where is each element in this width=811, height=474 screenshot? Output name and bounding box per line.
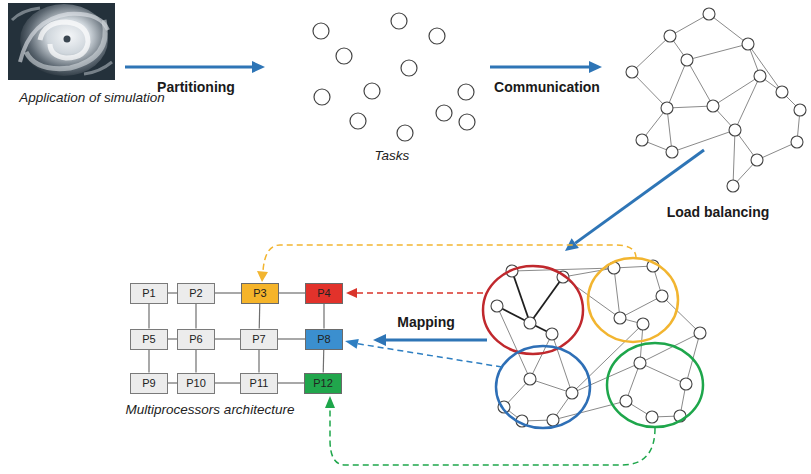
mapping-dashed-arrows — [263, 245, 655, 465]
grid-link — [196, 304, 197, 329]
processor-label: P8 — [317, 333, 330, 345]
link-line — [215, 338, 240, 339]
processor-label: P4 — [317, 287, 330, 299]
link-line — [215, 382, 240, 383]
grid-link — [168, 383, 177, 384]
step-label: Load balancing — [667, 204, 770, 221]
processor-box: P10 — [177, 373, 215, 394]
link-line — [278, 338, 305, 339]
processor-box: P6 — [177, 329, 215, 350]
processor-label: P1 — [142, 287, 155, 299]
processor-label: P2 — [189, 287, 202, 299]
processor-box: P4 — [305, 283, 343, 304]
link-line — [148, 304, 149, 329]
task-graph — [626, 8, 806, 192]
grid-link — [323, 350, 325, 373]
grid-link — [259, 304, 261, 329]
task-circles — [313, 13, 475, 141]
step-label: Partitioning — [157, 79, 235, 96]
hurricane-image — [8, 3, 115, 80]
grid-link — [168, 293, 177, 294]
processor-label: P12 — [313, 377, 333, 389]
link-line — [168, 382, 177, 383]
link-line — [148, 350, 149, 373]
grid-link — [215, 293, 241, 294]
processor-box: P7 — [240, 329, 278, 350]
processor-box: P5 — [130, 329, 168, 350]
processor-box: P2 — [177, 283, 215, 304]
processor-label: P9 — [142, 377, 155, 389]
processor-label: P6 — [189, 333, 202, 345]
link-line — [278, 382, 304, 383]
grid-link — [279, 293, 305, 294]
processor-box: P1 — [130, 283, 168, 304]
grid-link — [149, 350, 150, 373]
link-line — [168, 292, 177, 293]
grid-link — [196, 350, 197, 373]
processor-label: P3 — [253, 287, 266, 299]
grid-link — [324, 304, 325, 329]
processor-box: P11 — [240, 373, 278, 394]
link-line — [279, 292, 305, 293]
link-line — [195, 304, 196, 329]
grid-link — [259, 350, 260, 373]
processor-label: P5 — [142, 333, 155, 345]
image-caption: Application of simulation — [19, 90, 165, 106]
grid-link — [215, 339, 240, 340]
clustered-graph — [483, 258, 706, 428]
grid-link — [278, 383, 304, 384]
step-label: Mapping — [397, 314, 455, 331]
image-caption: Multiprocessors architecture — [126, 402, 295, 418]
processor-box: P12 — [304, 373, 342, 394]
grid-link — [168, 339, 177, 340]
processor-box: P8 — [305, 329, 343, 350]
link-line — [168, 338, 177, 339]
flow-arrows — [125, 61, 704, 346]
link-line — [215, 292, 241, 293]
step-label: Communication — [494, 79, 600, 96]
processor-label: P11 — [250, 377, 269, 389]
link-line — [323, 350, 325, 373]
link-line — [258, 350, 259, 373]
link-line — [259, 304, 261, 329]
processor-box: P9 — [130, 373, 168, 394]
grid-link — [278, 339, 305, 340]
processor-label: P10 — [186, 377, 206, 389]
link-line — [323, 304, 324, 329]
processor-label: P7 — [252, 333, 265, 345]
grid-link — [149, 304, 150, 329]
image-caption: Tasks — [375, 148, 410, 164]
link-line — [195, 350, 196, 373]
processor-box: P3 — [241, 283, 279, 304]
grid-link — [215, 383, 240, 384]
